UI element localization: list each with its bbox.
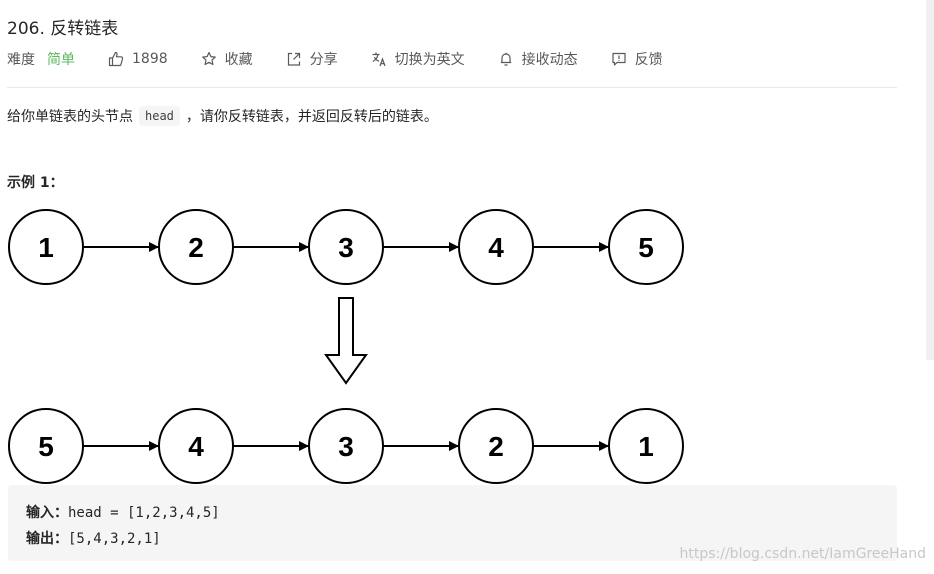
original-list-node-label: 5 xyxy=(638,232,654,263)
original-list-node xyxy=(158,209,234,285)
bell-icon xyxy=(500,52,511,66)
output-label: 输出： xyxy=(26,531,68,547)
feedback-label: 反馈 xyxy=(634,52,663,68)
inline-code-head: head xyxy=(139,106,180,126)
difficulty: 难度 简单 xyxy=(7,49,75,69)
share-label: 分享 xyxy=(309,52,338,68)
reverse-list-diagram: 1 2 3 4 5 5 4 3 2 1 xyxy=(8,209,684,484)
reversed-list-node-label: 3 xyxy=(338,431,354,462)
example-input: 输入：head = [1,2,3,4,5] xyxy=(26,502,220,522)
reversed-list-node xyxy=(8,408,84,484)
reversed-list-node-label: 2 xyxy=(488,431,504,462)
original-list-node xyxy=(308,209,384,285)
watermark: https://blog.csdn.net/IamGreeHand xyxy=(679,546,927,562)
output-value: [5,4,3,2,1] xyxy=(68,531,161,547)
problem-meta-bar: 难度 简单 1898 收藏 分享 切换为英文 接收动态 反馈 xyxy=(7,48,696,70)
share-icon xyxy=(287,52,300,66)
input-label: 输入： xyxy=(26,505,68,521)
reversed-list-node-label: 4 xyxy=(188,431,204,462)
original-list-node-label: 2 xyxy=(188,232,204,263)
original-list-node xyxy=(458,209,534,285)
original-list-node xyxy=(608,209,684,285)
like-count: 1898 xyxy=(132,51,168,67)
description-text-before: 给你单链表的头节点 xyxy=(7,109,133,125)
reversed-list-node xyxy=(458,408,534,484)
input-value: head = [1,2,3,4,5] xyxy=(68,505,220,521)
reversed-list-node xyxy=(608,408,684,484)
down-arrow-icon xyxy=(324,297,368,385)
example-title: 示例 1： xyxy=(7,175,64,191)
star-icon xyxy=(201,51,216,66)
reversed-list-node xyxy=(158,408,234,484)
original-list-node-label: 1 xyxy=(38,232,54,263)
scrollbar[interactable] xyxy=(926,0,934,360)
subscribe-label: 接收动态 xyxy=(521,52,578,68)
original-list-node-label: 4 xyxy=(488,232,504,263)
example-output: 输出：[5,4,3,2,1] xyxy=(26,528,161,548)
description-text-after: ，请你反转链表，并返回反转后的链表。 xyxy=(185,109,438,125)
reversed-list-node xyxy=(308,408,384,484)
thumbs-up-icon xyxy=(108,51,124,67)
translate-icon xyxy=(372,52,386,67)
subscribe-button[interactable]: 接收动态 xyxy=(498,49,578,69)
toggle-language-label: 切换为英文 xyxy=(394,52,465,68)
reversed-list-node-label: 1 xyxy=(638,431,654,462)
original-list-node xyxy=(8,209,84,285)
feedback-icon xyxy=(612,52,626,66)
toggle-language-button[interactable]: 切换为英文 xyxy=(371,49,465,69)
favorite-label: 收藏 xyxy=(224,52,253,68)
divider xyxy=(7,87,897,88)
problem-description: 给你单链表的头节点 head ，请你反转链表，并返回反转后的链表。 xyxy=(7,106,438,126)
original-list-node-label: 3 xyxy=(338,232,354,263)
difficulty-value: 简单 xyxy=(47,52,75,68)
original-list: 1 2 3 4 5 xyxy=(8,209,684,285)
reversed-list: 5 4 3 2 1 xyxy=(8,408,684,484)
example-io-block xyxy=(8,485,897,561)
reversed-list-node-label: 5 xyxy=(38,431,54,462)
difficulty-label: 难度 xyxy=(7,52,35,68)
like-button[interactable]: 1898 xyxy=(108,51,168,67)
problem-title: 206. 反转链表 xyxy=(7,19,119,39)
share-button[interactable]: 分享 xyxy=(286,49,338,69)
favorite-button[interactable]: 收藏 xyxy=(201,49,253,69)
feedback-button[interactable]: 反馈 xyxy=(611,49,663,69)
